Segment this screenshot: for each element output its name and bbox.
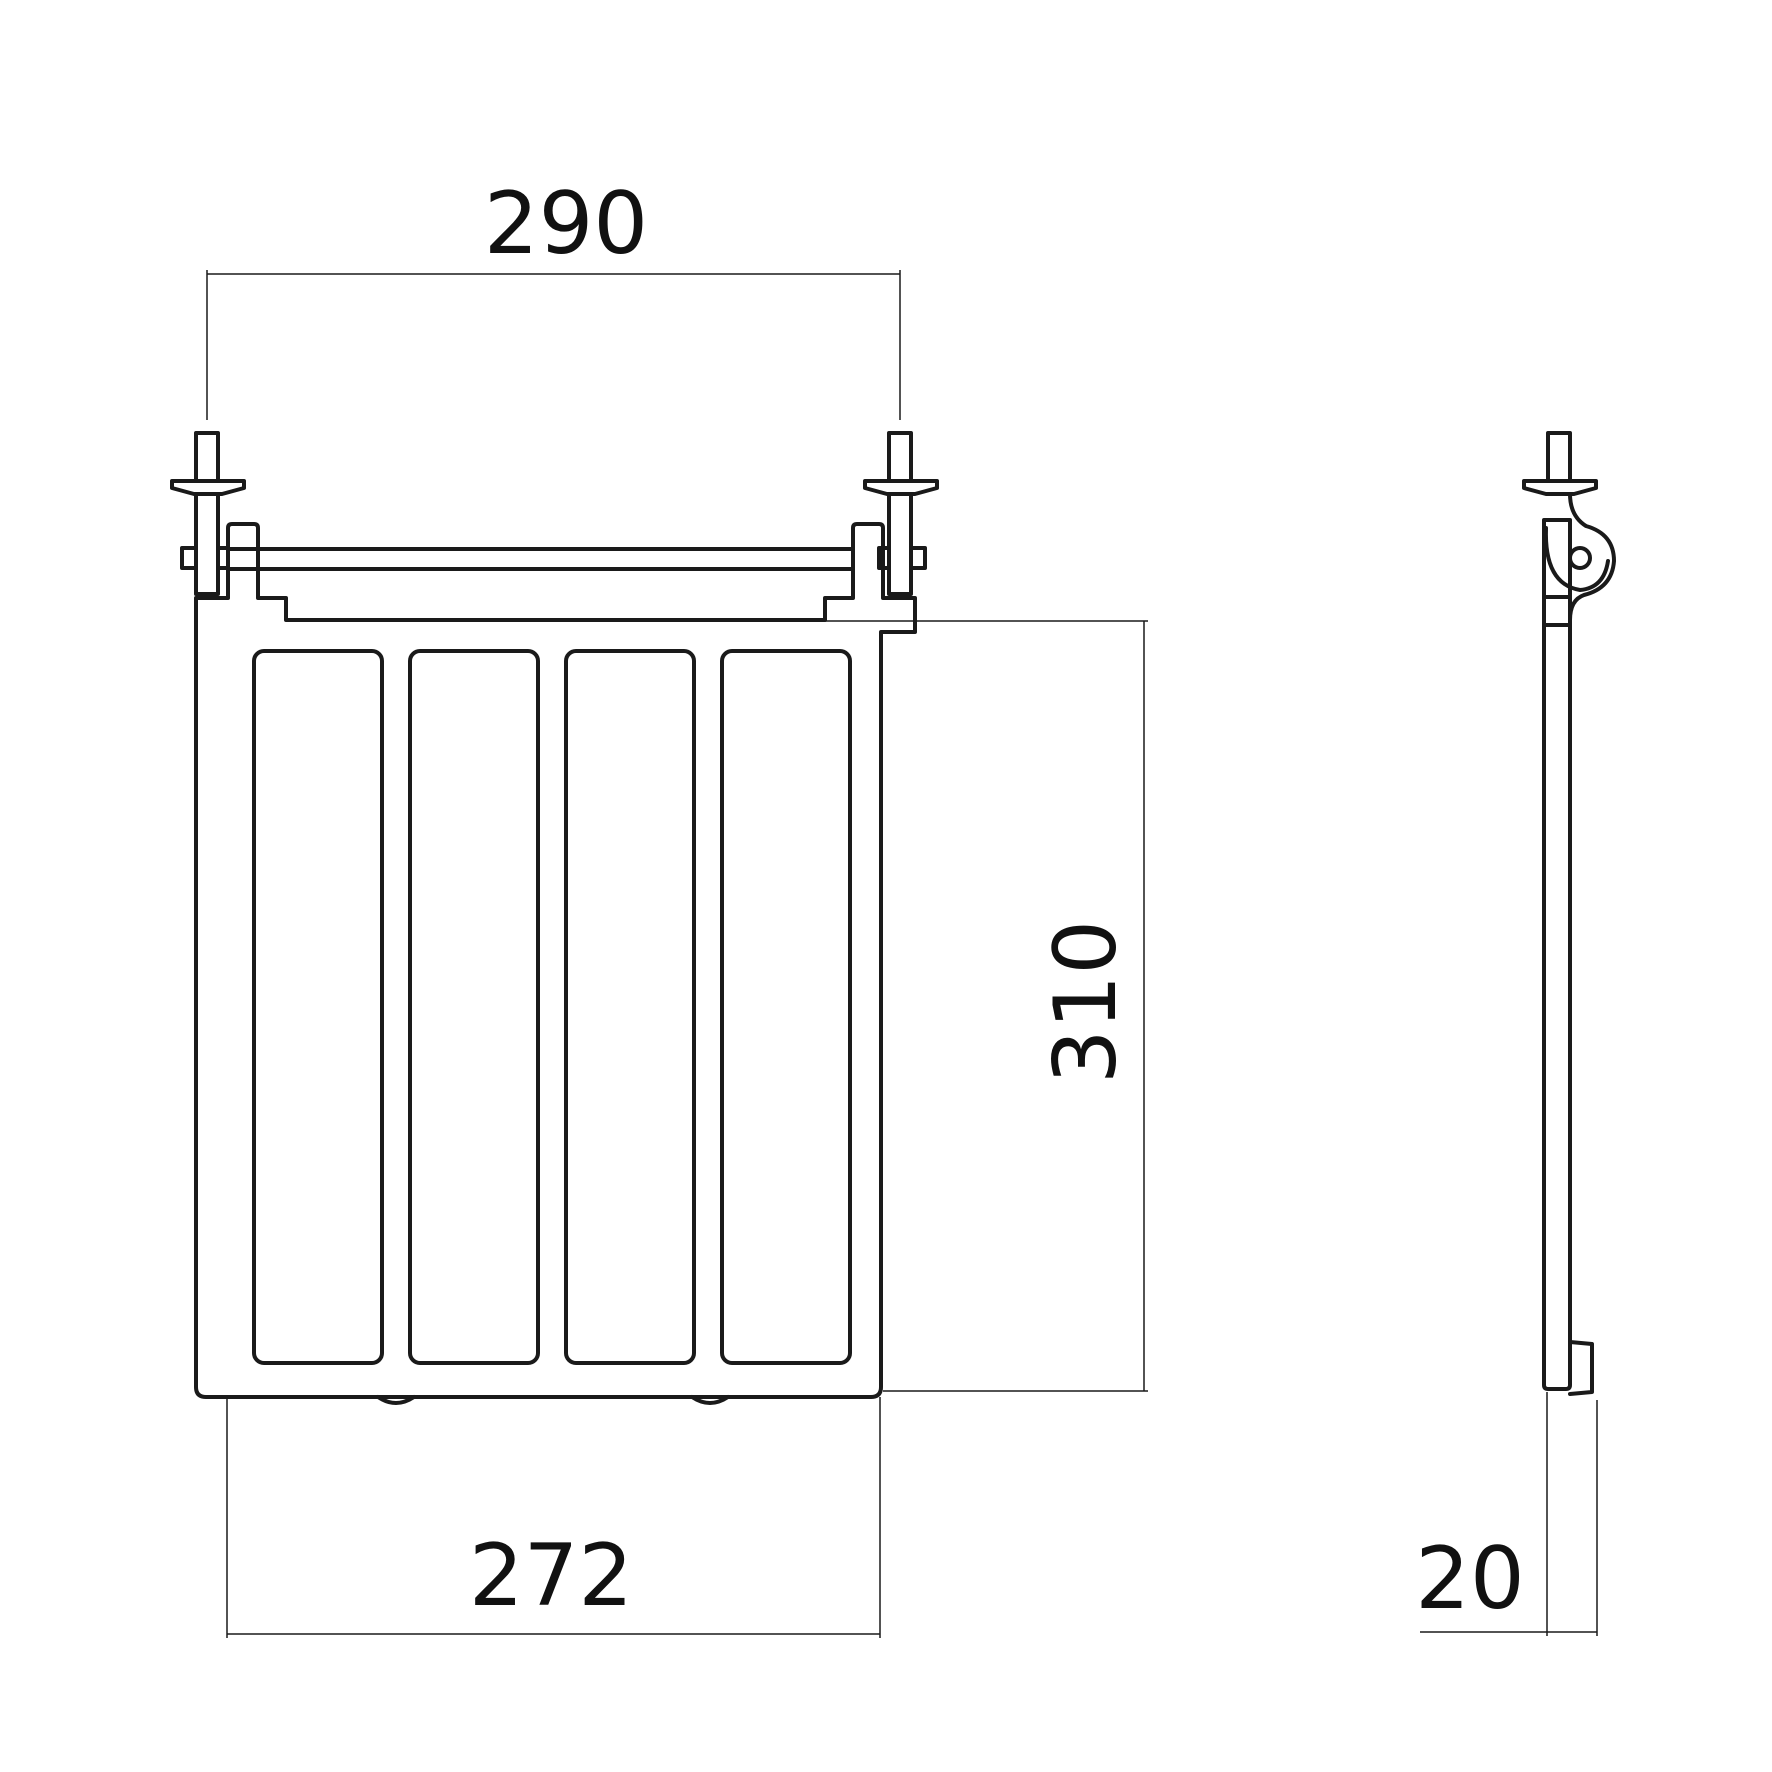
hinge-pin-hole [1568,546,1592,570]
left-foot [376,1395,416,1405]
side-panel [1542,518,1572,1391]
left-mounting-pin [170,431,246,596]
dimension-top-width: 290 [484,174,648,274]
dimension-bottom-width: 272 [469,1526,633,1626]
front-view [170,431,939,1405]
compartment-3 [564,649,696,1365]
right-mounting-pin [863,431,939,596]
compartment-2 [408,649,540,1365]
dimension-depth: 20 [1415,1529,1524,1629]
hinge-bracket [1568,492,1616,622]
dimension-height: 310 [1036,920,1136,1084]
right-foot [690,1395,730,1405]
front-frame-outline [194,522,917,1399]
side-foot [1568,1340,1594,1396]
top-crossbar [226,547,855,571]
dimension-lines [206,270,1598,1638]
compartment-1 [252,649,384,1365]
side-view [1522,431,1616,1396]
compartment-4 [720,649,852,1365]
